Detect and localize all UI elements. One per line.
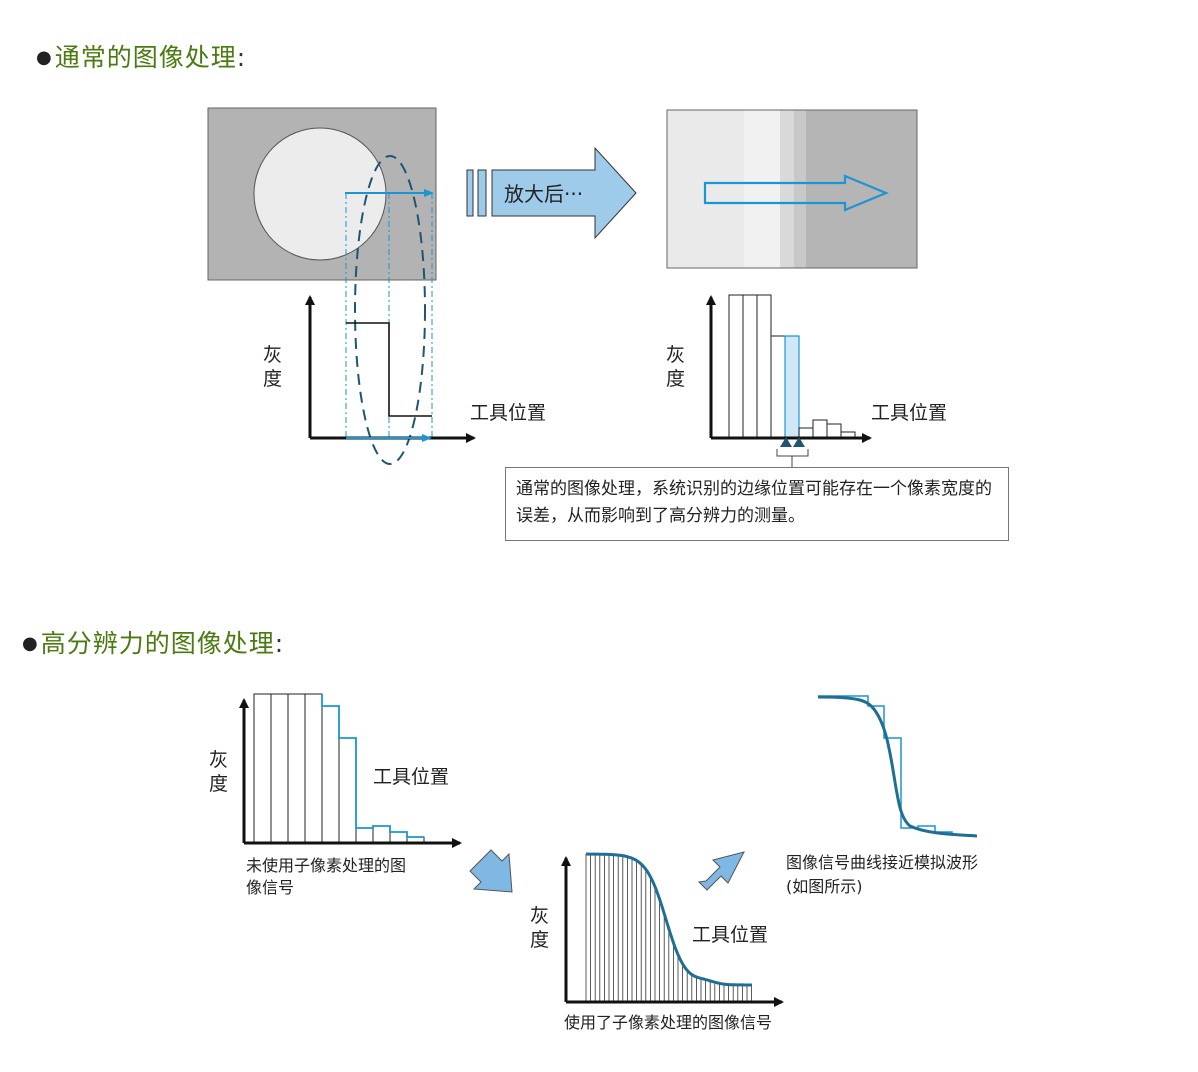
graph-1-left: 灰 度 工具位置 — [263, 295, 546, 443]
x-axis-label: 工具位置 — [373, 766, 449, 788]
right-arrow-icon — [491, 146, 637, 240]
caption-right-line2: (如图所示) — [786, 877, 863, 896]
section1-heading-text: 通常的图像处理 — [54, 43, 237, 72]
section1-heading: ●通常的图像处理: — [36, 38, 246, 74]
section2-heading-colon: : — [274, 629, 285, 658]
magnified-image — [666, 109, 918, 269]
magnify-arrow: 放大后··· — [466, 146, 637, 240]
scan-arrow-magnified — [703, 174, 889, 212]
edge-ellipse — [354, 155, 426, 465]
graph-1-right: 灰 度 工具位置 — [666, 294, 947, 467]
caption-middle: 使用了子像素处理的图像信号 — [564, 1013, 772, 1032]
diagonal-arrow-icon — [469, 849, 513, 893]
step-signal — [346, 322, 432, 417]
y-axis-label-2: 度 — [209, 773, 228, 795]
y-axis-label-1: 灰 — [263, 344, 282, 366]
x-axis-label: 工具位置 — [470, 402, 546, 424]
caption-left-line1: 未使用子像素处理的图 — [246, 856, 406, 875]
y-axis-label-2: 度 — [666, 368, 685, 390]
up-triangle-icon — [793, 437, 805, 447]
bullet-icon: ● — [22, 633, 39, 654]
analog-waveform: 图像信号曲线接近模拟波形 (如图所示) — [786, 695, 978, 896]
section2-heading: ●高分辨力的图像处理: — [22, 624, 284, 660]
graph-2-left: 灰 度 工具位置 未使用子像素处理的图 像信号 — [209, 693, 462, 897]
section1-heading-colon: : — [236, 43, 247, 72]
note-text: 通常的图像处理，系统识别的边缘位置可能存在一个像素宽度的误差，从而影响到了高分辨… — [516, 479, 992, 526]
y-axis-label-1: 灰 — [666, 344, 685, 366]
graph-2-middle: 灰 度 工具位置 使用了子像素处理的图像信号 — [530, 852, 784, 1032]
diagonal-arrow-icon — [697, 851, 745, 891]
note-box: 通常的图像处理，系统识别的边缘位置可能存在一个像素宽度的误差，从而影响到了高分辨… — [505, 467, 1009, 541]
y-axis-label-2: 度 — [530, 929, 549, 951]
up-triangle-icon — [780, 437, 792, 447]
analog-curve — [817, 695, 978, 838]
section2-heading-text: 高分辨力的图像处理 — [40, 629, 275, 658]
caption-left-line2: 像信号 — [246, 878, 294, 897]
y-axis-label-2: 度 — [263, 368, 282, 390]
x-axis-label: 工具位置 — [692, 924, 768, 946]
original-image — [207, 107, 437, 465]
caption-right-line1: 图像信号曲线接近模拟波形 — [786, 853, 978, 872]
subpixel-curve — [586, 852, 752, 987]
subpixel-bars — [585, 854, 752, 1002]
magnify-arrow-label: 放大后··· — [504, 182, 583, 206]
y-axis-label-1: 灰 — [530, 905, 549, 927]
y-axis-label-1: 灰 — [209, 749, 228, 771]
bullet-icon: ● — [36, 47, 53, 68]
x-axis-label: 工具位置 — [871, 402, 947, 424]
